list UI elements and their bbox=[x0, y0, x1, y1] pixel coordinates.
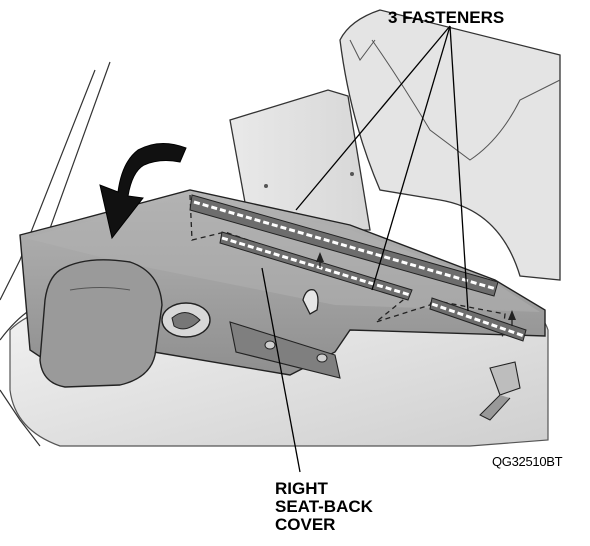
cover-callout-line-2: SEAT-BACK bbox=[275, 497, 373, 516]
cover-lower-panel bbox=[229, 321, 341, 379]
cover-callout-line-1: RIGHT bbox=[275, 479, 328, 498]
fasteners-leader-lines bbox=[295, 25, 469, 312]
cover-hidden-outline bbox=[189, 194, 506, 341]
cover-callout: RIGHT SEAT-BACK COVER bbox=[275, 480, 373, 534]
lift-direction-markers bbox=[316, 252, 516, 326]
headrest bbox=[39, 259, 163, 388]
cover-leader-line bbox=[261, 267, 301, 473]
seat-belt-buckle bbox=[489, 361, 521, 396]
fastener-strip-middle bbox=[219, 231, 413, 301]
figure-reference-code: QG32510BT bbox=[492, 454, 563, 469]
fastener-strips bbox=[189, 194, 527, 342]
fastener-strip-top bbox=[189, 194, 499, 297]
fastener-strip-right bbox=[429, 297, 527, 342]
cover-callout-line-3: COVER bbox=[275, 515, 336, 534]
latch-slot bbox=[302, 289, 319, 315]
fold-down-arrow bbox=[99, 143, 187, 240]
fasteners-callout: 3 FASTENERS bbox=[388, 8, 505, 27]
